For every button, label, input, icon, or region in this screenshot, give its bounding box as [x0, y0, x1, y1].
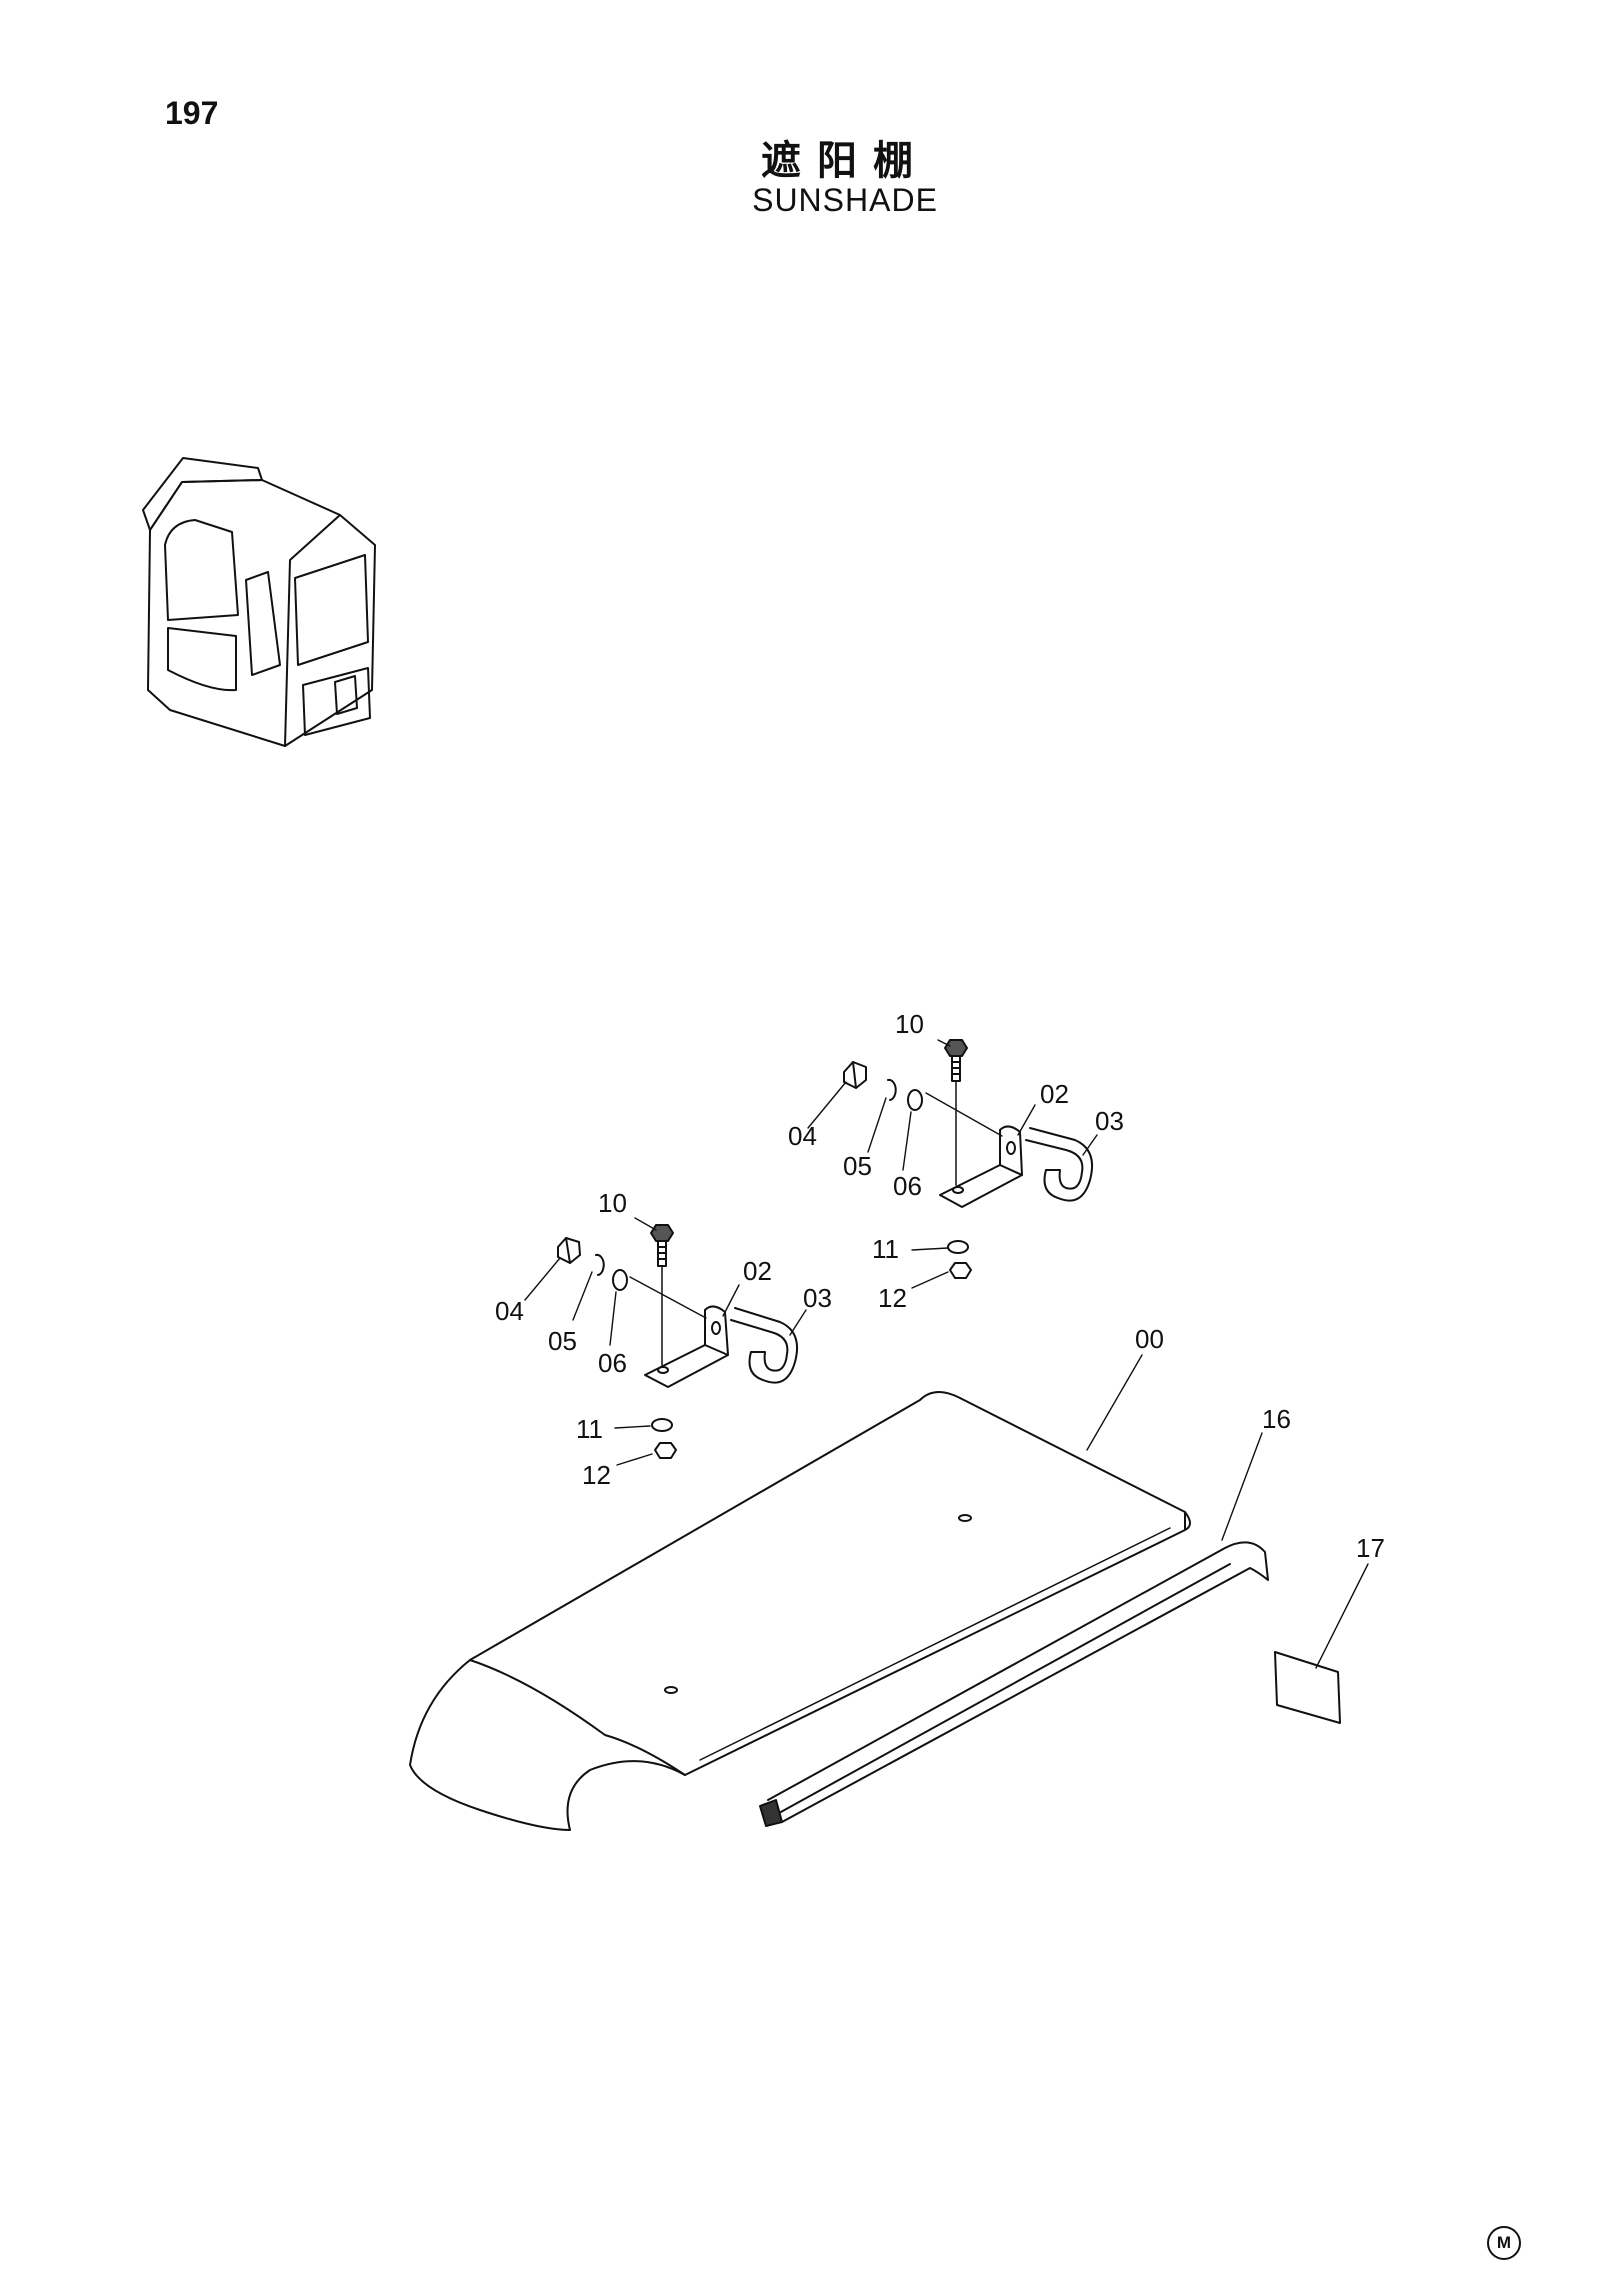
lower-lower-washer [651, 1418, 673, 1432]
lower-bracket [644, 1305, 729, 1388]
callout-lower-cap-nut: 04 [495, 1296, 524, 1326]
page-number: 197 [165, 95, 219, 131]
lower-bolt [650, 1224, 674, 1366]
upper-lower-washer [947, 1240, 969, 1254]
m-mark-symbol: M [1487, 2226, 1521, 2260]
callout-upper-nut: 12 [878, 1283, 907, 1313]
callout-lower-bracket: 02 [743, 1256, 772, 1286]
lower-cap-nut [557, 1237, 581, 1264]
callout-upper-u-bolt: 03 [1095, 1106, 1124, 1136]
seal-strip [759, 1541, 1269, 1827]
upper-u-bolt [1025, 1127, 1094, 1202]
upper-nut [949, 1262, 972, 1279]
upper-spring-washer [887, 1078, 897, 1101]
upper-bracket-assembly [843, 1039, 1094, 1279]
callout-lower-nut: 12 [582, 1460, 611, 1490]
callout-lower-bolt: 10 [598, 1188, 627, 1218]
upper-cap-nut [843, 1061, 867, 1089]
callout-upper-bolt: 10 [895, 1009, 924, 1039]
upper-bolt [944, 1039, 968, 1186]
callout-upper-spring-washer: 05 [843, 1151, 872, 1181]
callout-lower-spring-washer: 05 [548, 1326, 577, 1356]
callout-upper-bracket: 02 [1040, 1079, 1069, 1109]
sunshade-hole [664, 1686, 678, 1694]
title-english: SUNSHADE [752, 182, 938, 218]
cab-body [147, 479, 376, 747]
cab-thumbnail [142, 457, 376, 747]
upper-bracket [939, 1125, 1023, 1208]
callout-sunshade: 00 [1135, 1324, 1164, 1354]
lower-nut [654, 1442, 677, 1459]
callout-seal: 16 [1262, 1404, 1291, 1434]
cab-vent [334, 675, 358, 715]
cab-lower-window [167, 627, 237, 692]
callout-upper-lower-washer: 11 [872, 1234, 899, 1264]
callout-lower-washer: 06 [598, 1348, 627, 1378]
callout-lower-u-bolt: 03 [803, 1283, 832, 1313]
callout-lower-lower-washer: 11 [576, 1414, 603, 1444]
lower-u-bolt [730, 1307, 799, 1384]
upper-washer [907, 1089, 923, 1111]
cab-front-window [164, 519, 239, 621]
sunshade-hole [958, 1514, 972, 1522]
lower-washer [612, 1269, 628, 1291]
callout-label: 17 [1356, 1533, 1385, 1563]
callout-labels: 10 02 03 04 05 06 11 12 10 02 03 04 05 0… [495, 1009, 1385, 1563]
callout-upper-cap-nut: 04 [788, 1121, 817, 1151]
lower-spring-washer [595, 1253, 605, 1276]
cab-roof-visor [142, 457, 263, 531]
callout-upper-washer: 06 [893, 1171, 922, 1201]
title-chinese: 遮阳棚 [761, 139, 929, 183]
sunshade-panel [409, 1391, 1191, 1831]
label-sticker [1274, 1651, 1341, 1724]
leader-lines [524, 1039, 1369, 1669]
cab-door-window [245, 571, 281, 676]
cab-side-window [294, 554, 369, 666]
cab-side-panel [302, 667, 371, 736]
